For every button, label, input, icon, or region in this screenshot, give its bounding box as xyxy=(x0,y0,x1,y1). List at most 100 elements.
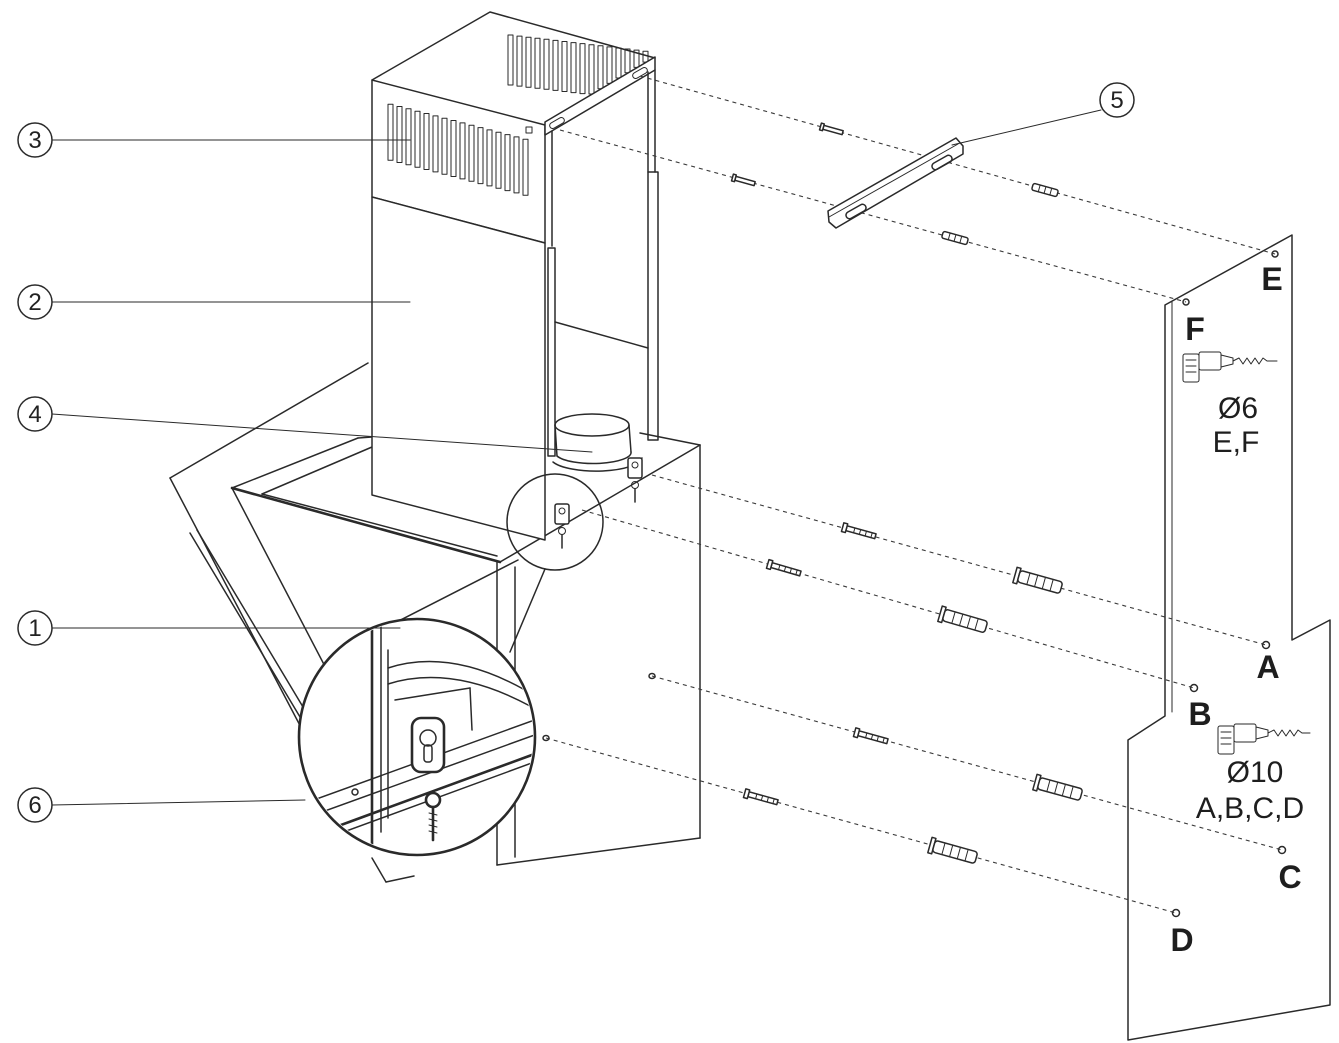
alignment-line-a xyxy=(651,474,1267,646)
plug-ribs xyxy=(947,232,963,244)
wall-panel xyxy=(1127,234,1331,1041)
callout-5-circle xyxy=(1099,82,1135,118)
chimney-top-opening xyxy=(371,11,656,81)
zoom-rim-line-2 xyxy=(301,732,533,821)
callout-6-circle xyxy=(17,787,53,823)
hood-top-back-left xyxy=(357,436,373,439)
drill-holes-lower: A,B,C,D xyxy=(1196,792,1304,825)
screw-head xyxy=(742,788,751,800)
callout-5-label: 5 xyxy=(1110,87,1123,114)
screw-head xyxy=(765,558,774,571)
wall-hole-b xyxy=(1189,683,1199,693)
lower-chimney-front-face xyxy=(371,196,546,541)
drill-grip-lines xyxy=(1220,731,1232,745)
plug-ribs xyxy=(941,842,969,862)
glass-top-edge xyxy=(169,362,369,479)
duct-ring-side-right xyxy=(628,424,632,453)
drill-motor xyxy=(1198,351,1222,371)
hood-rim-back xyxy=(261,446,373,495)
drill-chuck xyxy=(1220,354,1234,368)
hood-front-left-edge xyxy=(231,487,331,677)
zoom-screw xyxy=(424,791,442,842)
drill-spec-upper: Ø6 E,F xyxy=(1182,351,1278,459)
back-sliding-rail xyxy=(647,171,659,441)
bracket-screw-head xyxy=(558,527,566,535)
hole-label-d: D xyxy=(1170,922,1193,958)
plug-body xyxy=(1037,777,1083,801)
alignment-line-d xyxy=(545,737,1177,914)
drill-grip-lines xyxy=(1185,359,1197,373)
plug-ribs xyxy=(1026,572,1054,592)
plug-ribs xyxy=(951,611,979,631)
top-bar-slot-right xyxy=(632,67,648,79)
screw-a xyxy=(840,522,877,540)
callout-2-label: 2 xyxy=(28,289,41,316)
wall-hole-a xyxy=(1261,640,1271,650)
alignment-lines xyxy=(545,75,1283,914)
wall-plug-f xyxy=(941,230,969,246)
front-tab xyxy=(525,126,533,134)
mounting-bracket-left xyxy=(554,503,570,549)
box-bottom-edge xyxy=(496,837,701,866)
plug-body xyxy=(932,840,978,864)
screw-head xyxy=(840,522,849,534)
zoom-duct-edge-2 xyxy=(387,676,531,707)
duct-ring-top xyxy=(554,413,630,437)
screw-shank xyxy=(734,175,756,187)
drill-bit xyxy=(1232,357,1278,365)
glass-bottom-edge xyxy=(385,875,415,883)
duct-ring-bottom xyxy=(556,451,632,465)
glass-lower-edge xyxy=(371,857,387,883)
hood-top-left-edge xyxy=(231,437,359,489)
zoom-hole xyxy=(351,788,359,796)
callout-4-label: 4 xyxy=(28,401,41,428)
detail-magnifier xyxy=(297,473,604,857)
top-bar-slot-left xyxy=(549,117,565,129)
magnifier-connector-right xyxy=(509,568,546,653)
wall-plug-d xyxy=(927,836,978,864)
plug-body xyxy=(1017,570,1063,594)
fixings xyxy=(730,122,1083,864)
screw-e xyxy=(818,122,844,136)
callout-5-leader xyxy=(951,109,1102,146)
wall-hole-labels: E F A B C D xyxy=(1170,261,1301,958)
alignment-line-e xyxy=(639,75,1276,255)
detail-marker-circle xyxy=(506,473,604,571)
hood-front-top-edge xyxy=(230,486,502,564)
bracket-keyhole xyxy=(631,461,639,469)
zoom-panel-top xyxy=(394,687,471,701)
alignment-line-b xyxy=(581,509,1195,689)
screw-shank xyxy=(822,124,844,136)
wall-bracket-fold xyxy=(828,143,959,218)
bracket-keyhole xyxy=(558,507,566,515)
wall-bracket-slot-right xyxy=(931,154,953,171)
callout-6-label: 6 xyxy=(28,792,41,819)
screw-thread xyxy=(755,793,775,805)
wall-bracket xyxy=(827,137,964,229)
drill-chuck xyxy=(1255,726,1269,740)
wall-hole-f xyxy=(1182,298,1190,306)
screw-b xyxy=(765,558,802,577)
wall-plug-e xyxy=(1031,182,1059,198)
callout-6-leader xyxy=(51,799,306,806)
screw-head xyxy=(852,727,861,739)
alignment-line-f xyxy=(559,129,1187,303)
alignment-line-c xyxy=(651,675,1283,851)
mounting-bracket-right xyxy=(627,457,643,503)
hole-label-f: F xyxy=(1185,311,1205,347)
callout-2-circle xyxy=(17,284,53,320)
front-sliding-rail xyxy=(547,247,556,457)
hole-label-a: A xyxy=(1256,649,1279,685)
hole-label-c: C xyxy=(1278,859,1301,895)
wall-plug-c xyxy=(1032,773,1083,801)
drill-diameter-lower: Ø10 xyxy=(1227,756,1284,789)
screw-head xyxy=(730,173,738,183)
drill-spec-lower: Ø10 A,B,C,D xyxy=(1196,723,1311,825)
glass-inner-edge xyxy=(189,532,307,728)
plug-ribs xyxy=(1037,184,1053,196)
plug-ribs xyxy=(1046,779,1074,799)
front-vents xyxy=(387,103,529,196)
wall-hole-d xyxy=(1171,908,1181,918)
screw-thread xyxy=(853,527,873,539)
wall-plug-b xyxy=(937,605,988,633)
